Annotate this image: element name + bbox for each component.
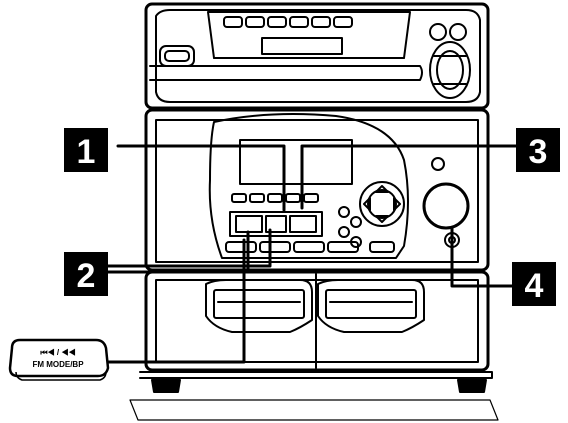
callout-3: 3: [516, 128, 560, 172]
fm-mode-button-panel[interactable]: [265, 215, 287, 233]
cd-button-2[interactable]: [245, 16, 265, 28]
callout-3-leader: [300, 144, 518, 210]
volume-knob[interactable]: [422, 182, 470, 230]
power-button[interactable]: [431, 157, 445, 171]
callout-1-leader: [116, 144, 286, 212]
cd-button-4[interactable]: [289, 16, 309, 28]
callout-2: 2: [64, 252, 108, 296]
cassette-deck-a: [205, 279, 313, 333]
fm-mode-bp-button[interactable]: ⏮◀ / ◀◀ FM MODE/BP: [8, 338, 110, 381]
fm-button-symbols: ⏮◀ / ◀◀: [40, 348, 75, 357]
cd-jog-dial[interactable]: [429, 41, 471, 99]
cd-open-button[interactable]: [159, 45, 195, 67]
callout-2-number: 2: [77, 257, 96, 295]
amplifier-tuner-unit: [144, 108, 490, 272]
callout-1-number: 1: [77, 133, 96, 171]
function-selector-panel: [229, 211, 323, 237]
fm-mode-leader: [106, 238, 246, 364]
cd-button-1[interactable]: [223, 16, 243, 28]
callout-3-number: 3: [529, 133, 548, 171]
cassette-deck-b: [317, 279, 425, 333]
cd-display: [261, 37, 343, 55]
direction-pad[interactable]: [359, 181, 405, 227]
cd-button-6[interactable]: [333, 16, 353, 28]
stand-base: [129, 371, 499, 421]
knob-right[interactable]: [449, 23, 467, 41]
knob-left[interactable]: [429, 23, 447, 41]
callout-4-number: 4: [525, 267, 544, 305]
cd-changer-unit: [144, 2, 490, 110]
amp-display: [239, 139, 353, 185]
callout-1: 1: [64, 128, 108, 172]
callout-2-leader-b: [106, 230, 250, 274]
cd-button-5[interactable]: [311, 16, 331, 28]
callout-4: 4: [512, 262, 556, 306]
callout-4-leader: [450, 226, 514, 288]
fm-button-label: FM MODE/BP: [32, 360, 84, 369]
cassette-deck-unit: [144, 270, 490, 372]
callout-2-leader: [106, 228, 272, 268]
cd-button-3[interactable]: [267, 16, 287, 28]
